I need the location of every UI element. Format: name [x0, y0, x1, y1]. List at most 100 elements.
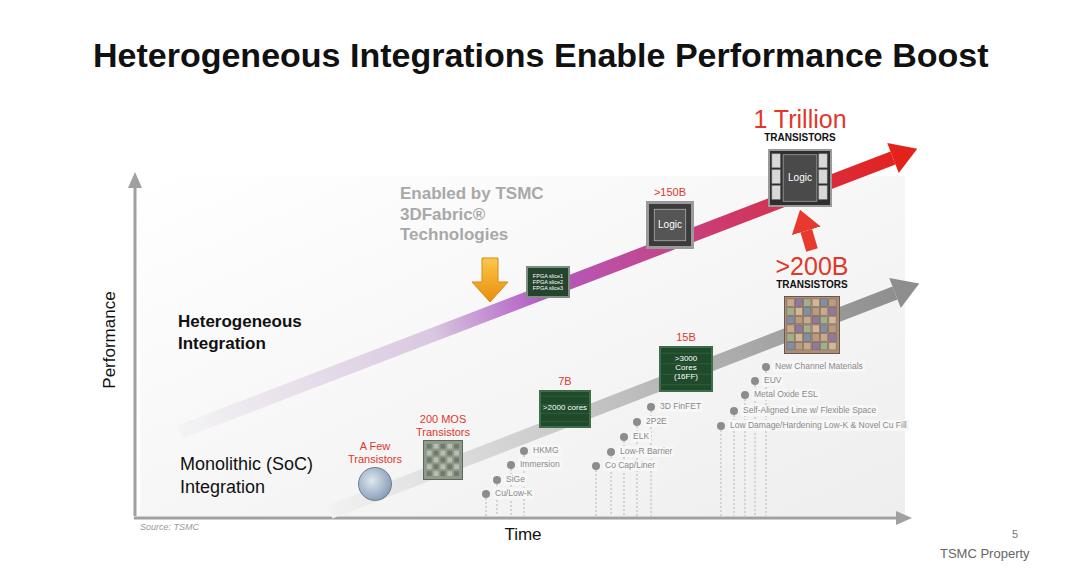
milestone-dot: [717, 422, 725, 430]
cell: [820, 342, 827, 350]
cell: [427, 444, 432, 449]
chip-text: >2000 cores: [543, 404, 587, 413]
cell: [795, 316, 802, 324]
cell: [787, 342, 794, 350]
cell: [804, 333, 811, 341]
cell: [434, 458, 439, 463]
milestone-dot: [730, 407, 738, 415]
count-label: 1 Trillion: [753, 106, 846, 132]
cell: [427, 465, 432, 470]
growth-arrow: [806, 231, 812, 250]
slide-title: Heterogeneous Integrations Enable Perfor…: [93, 36, 993, 76]
chip-node: 1 TrillionTRANSISTORSLogic: [753, 106, 846, 207]
axis-title: Performance: [100, 290, 120, 390]
monolithic-trend-arrow: [327, 286, 897, 518]
die-pattern: [785, 297, 839, 353]
cell: [829, 299, 836, 307]
chart-ground: [140, 176, 905, 516]
chip-text: >3000 Cores (16FF): [663, 355, 709, 381]
count-label: 15B: [676, 331, 696, 344]
leader-line: [596, 466, 597, 516]
count-label: A Few Transistors: [344, 440, 406, 465]
count-label: 200 MOS Transistors: [408, 413, 478, 438]
cell: [820, 299, 827, 307]
count-label: 7B: [558, 375, 571, 388]
chip-node: 7B >2000 cores: [539, 375, 591, 428]
milestone-dot: [762, 363, 770, 371]
chip-text: FPGA slice2: [533, 279, 563, 285]
cell: [804, 325, 811, 333]
page-number: 5: [1012, 528, 1018, 540]
count-label: >150B: [654, 186, 686, 199]
cell: [820, 333, 827, 341]
cell: [820, 325, 827, 333]
leader-line: [721, 426, 722, 516]
axis-title: Time: [490, 525, 556, 545]
chip-text: Logic: [788, 172, 812, 183]
process-label: New Channel Materials: [773, 361, 865, 372]
milestone-dot: [620, 433, 628, 441]
cell: [434, 465, 439, 470]
count-label: >200B: [776, 253, 849, 279]
cell: [795, 342, 802, 350]
watermark: TSMC Property: [940, 546, 1030, 561]
cell: [812, 316, 819, 324]
milestone-dot: [607, 448, 615, 456]
die-stripe: [661, 352, 711, 353]
die-stripe: [541, 421, 589, 422]
memory-stack: [772, 169, 780, 183]
cell: [434, 451, 439, 456]
cell: [787, 333, 794, 341]
cell: [434, 471, 439, 476]
cell: [804, 299, 811, 307]
milestone-dot: [741, 391, 749, 399]
chip-image: >3000 Cores (16FF): [659, 346, 713, 392]
cell: [454, 471, 459, 476]
callout-note: Enabled by TSMC 3DFabric® Technologies: [400, 184, 565, 246]
chip-node: A Few Transistors: [344, 440, 406, 501]
die-stripe: [541, 395, 589, 396]
cell: [795, 307, 802, 315]
cell: [787, 316, 794, 324]
cell: [447, 471, 452, 476]
cell: [447, 465, 452, 470]
cell: [427, 471, 432, 476]
process-label: 3D FinFET: [658, 401, 703, 412]
chip-node: 15B >3000 Cores (16FF): [659, 331, 713, 392]
chip-image: [423, 440, 463, 480]
heterogeneous-trend-arrow: [177, 151, 895, 438]
chip-image: >2000 cores: [539, 390, 591, 428]
y-axis: [134, 186, 137, 516]
heterogeneous-trend-arrow-head: [887, 143, 917, 173]
logic-die: [654, 209, 686, 241]
chip-text: FPGA slice1: [533, 273, 563, 279]
cell: [795, 333, 802, 341]
cell: [434, 444, 439, 449]
source-note: Source: TSMC: [140, 522, 199, 532]
cell: [812, 333, 819, 341]
process-label: Metal Oxide ESL: [752, 389, 820, 400]
cell: [829, 333, 836, 341]
cell: [447, 451, 452, 456]
memory-stack: [819, 154, 827, 168]
process-label: Self-Aligned Line w/ Flexible Space: [741, 405, 878, 416]
cell: [454, 465, 459, 470]
chip-node: FPGA slice1FPGA slice2FPGA slice3: [526, 264, 570, 298]
chip-image: Logic: [768, 149, 832, 207]
cell: [812, 307, 819, 315]
milestone-dot: [507, 461, 515, 469]
milestone-dot: [592, 462, 600, 470]
process-label: Cu/Low-K: [493, 488, 534, 499]
chip-image: [358, 467, 392, 501]
cell: [829, 342, 836, 350]
die-stripe: [541, 412, 589, 413]
logic-die: [783, 154, 817, 201]
enable-arrow: [472, 258, 508, 302]
cell: [441, 451, 446, 456]
process-label: Co Cap/Liner: [603, 460, 657, 471]
memory-stack: [819, 169, 827, 183]
unit-label: TRANSISTORS: [776, 279, 848, 291]
process-label: 2P2E: [644, 416, 669, 427]
series-label: Monolithic (SoC) Integration: [180, 453, 330, 500]
